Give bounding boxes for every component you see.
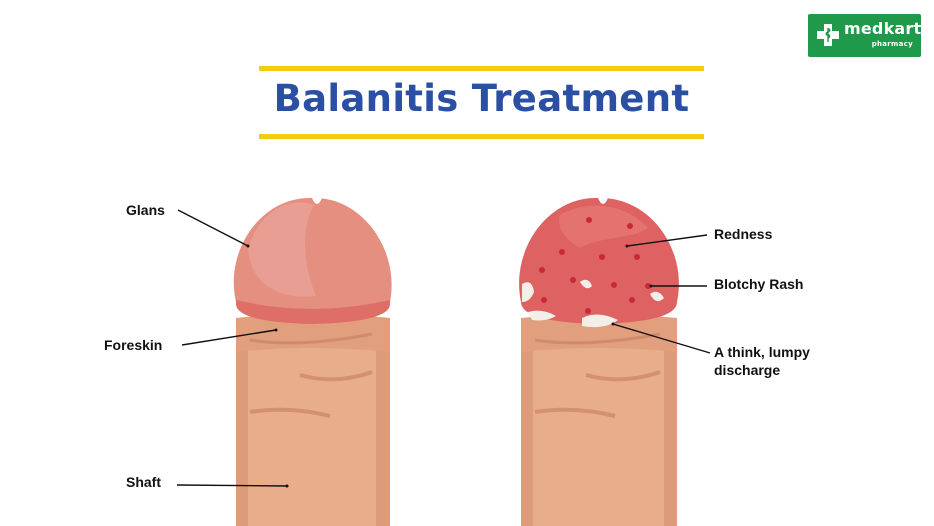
label-blotchy-rash: Blotchy Rash (714, 276, 804, 292)
left-shaft (236, 320, 390, 526)
label-redness: Redness (714, 226, 773, 242)
label-shaft: Shaft (126, 474, 161, 490)
rash-spots (539, 217, 651, 314)
title-rule-bottom (259, 134, 704, 139)
title-rule-top (259, 66, 704, 71)
pharmacy-cross-icon (817, 24, 839, 46)
medkart-logo: medkart pharmacy (808, 14, 921, 57)
leader-lines (176, 209, 711, 487)
label-foreskin: Foreskin (104, 337, 163, 353)
page-title: Balanitis Treatment (273, 77, 690, 120)
balanitis-illustration (519, 197, 679, 526)
label-discharge: A think, lumpy discharge (714, 343, 810, 379)
brand-tagline: pharmacy (871, 40, 913, 48)
lumpy-discharge (522, 279, 664, 328)
brand-name: medkart (844, 19, 922, 38)
right-shaft (521, 320, 677, 526)
label-glans: Glans (126, 202, 165, 218)
label-discharge-line1: A think, lumpy (714, 344, 810, 360)
healthy-illustration (233, 197, 392, 526)
title-block: Balanitis Treatment (259, 66, 704, 140)
label-discharge-line2: discharge (714, 362, 781, 378)
